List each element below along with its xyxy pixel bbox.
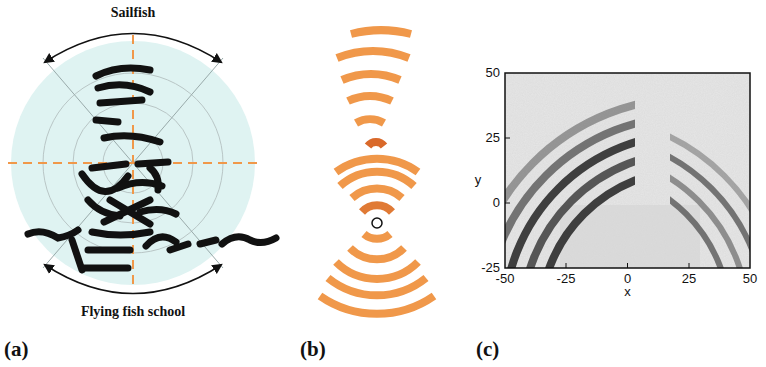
fish-marks — [28, 68, 276, 270]
y-tick: 25 — [486, 131, 500, 145]
x-tick: -50 — [496, 272, 515, 286]
sector-label: Flying fish school — [81, 304, 185, 319]
panel-label: (a) — [4, 338, 29, 361]
sector-arrow — [45, 265, 221, 294]
x-tick: 25 — [682, 272, 696, 286]
x-tick: 50 — [743, 272, 757, 286]
axis-title: y — [475, 173, 482, 187]
sector-label: Sailfish — [111, 5, 155, 20]
x-tick: -25 — [557, 272, 576, 286]
field-plot — [376, 73, 766, 367]
source-dot — [372, 218, 382, 228]
polar-panel — [8, 34, 276, 294]
y-tick: 50 — [486, 66, 500, 80]
y-tick: 0 — [493, 196, 500, 210]
panel-label: (c) — [476, 338, 499, 361]
panel-label: (b) — [300, 338, 326, 361]
wave-panel — [320, 30, 434, 314]
axis-title: x — [624, 285, 631, 299]
axis-cross — [8, 35, 258, 290]
sector-arrow — [45, 34, 221, 63]
